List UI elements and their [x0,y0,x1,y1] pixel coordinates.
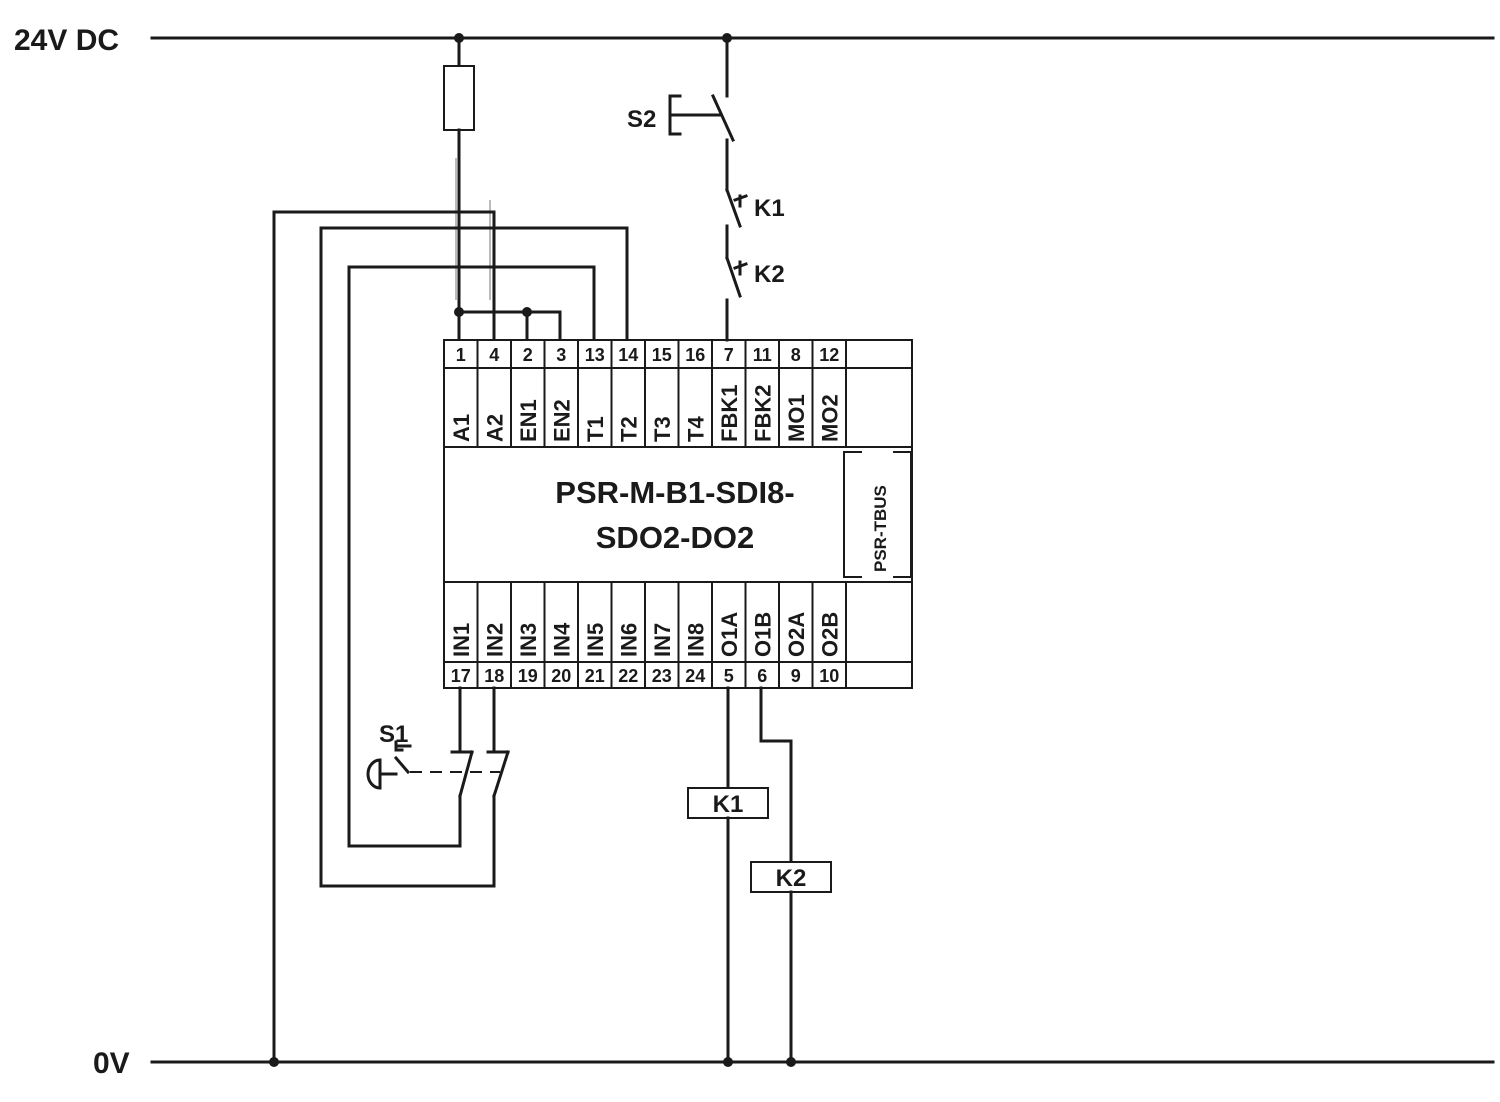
junction-dot [786,1057,796,1067]
bridge-en [457,310,562,342]
bottom-terminal-signal: O1B [750,612,775,657]
top-terminal-signal: EN1 [516,399,541,442]
module-title-line1: PSR-M-B1-SDI8- [555,475,794,510]
top-terminal-signal: FBK1 [717,385,742,442]
k1-coil [687,787,769,819]
bottom-terminal-number: 6 [757,666,767,686]
top-terminal-signal: T1 [583,416,608,442]
top-terminal-signal: T3 [650,416,675,442]
bottom-terminal-signal: IN1 [449,623,474,657]
junction-dot [723,1057,733,1067]
bottom-terminal-number: 24 [685,666,705,686]
k2-feedback-contact [725,256,748,342]
top-terminal-number: 13 [585,345,605,365]
junction-dot [269,1057,279,1067]
s2-pushbutton [668,36,735,192]
junction-dot [722,33,732,43]
k2-coil-label: K2 [776,865,807,892]
bottom-terminal-number: 5 [724,666,734,686]
s1-emergency-stop [366,686,510,888]
module-title-line2: SDO2-DO2 [596,520,754,555]
top-terminal-signal: T2 [616,416,641,442]
wire-a2-0v [272,210,496,1064]
top-terminal-number: 2 [523,345,533,365]
wire-o1b-k2 [759,686,793,864]
top-terminal-number: 3 [556,345,566,365]
top-terminal-signal: A2 [482,414,507,442]
top-terminal-number: 14 [618,345,638,365]
k2-contact-label: K2 [754,261,785,288]
bottom-terminal-number: 18 [484,666,504,686]
bottom-terminal-number: 20 [551,666,571,686]
top-terminal-number: 1 [456,345,466,365]
bottom-terminal-signal: IN5 [583,623,608,657]
junction-dot [454,33,464,43]
tbus-connector [843,451,912,578]
bottom-terminal-number: 21 [585,666,605,686]
top-terminal-number: 8 [791,345,801,365]
top-terminal-number: 15 [652,345,672,365]
bottom-terminal-number: 19 [518,666,538,686]
bottom-terminal-signal: O1A [717,612,742,657]
bottom-terminal-number: 9 [791,666,801,686]
bottom-terminal-signal: IN2 [482,623,507,657]
top-terminal-signal: EN2 [549,399,574,442]
bottom-terminal-columns: 17 IN1 18 IN2 19 IN3 20 IN4 21 IN5 22 IN6 23 IN7 24 IN8… [449,582,847,688]
junction-dot [522,307,532,317]
bottom-terminal-signal: IN3 [516,623,541,657]
rail-0v-label: 0V [93,1047,130,1080]
top-terminal-number: 11 [753,345,772,365]
top-terminal-number: 7 [724,345,734,365]
bottom-terminal-signal: O2B [817,612,842,657]
s1-label: S1 [379,721,408,748]
bottom-terminal-number: 23 [652,666,672,686]
k1-coil-label: K1 [713,791,744,818]
bottom-terminal-signal: IN6 [616,623,641,657]
bottom-terminal-signal: IN7 [650,623,675,657]
top-terminal-signal: A1 [449,414,474,442]
bottom-terminal-number: 10 [819,666,839,686]
k1-feedback-contact [725,188,748,260]
bottom-terminal-signal: IN8 [683,623,708,657]
top-terminal-signal: FBK2 [750,385,775,442]
bottom-terminal-number: 17 [451,666,471,686]
fuse-symbol [443,36,475,342]
tbus-label: PSR-TBUS [871,485,890,572]
k2-coil [750,861,832,893]
s2-label: S2 [627,106,656,133]
top-terminal-signal: MO2 [817,394,842,442]
bottom-terminal-signal: O2A [784,612,809,657]
top-terminal-number: 12 [819,345,839,365]
top-terminal-number: 16 [685,345,705,365]
top-terminal-number: 4 [489,345,499,365]
top-terminal-signal: MO1 [784,394,809,442]
rail-24v-label: 24V DC [14,24,119,57]
bottom-terminal-signal: IN4 [549,622,574,657]
top-terminal-signal: T4 [683,416,708,442]
k1-contact-label: K1 [754,195,785,222]
bottom-terminal-number: 22 [618,666,638,686]
junction-dot [454,307,464,317]
